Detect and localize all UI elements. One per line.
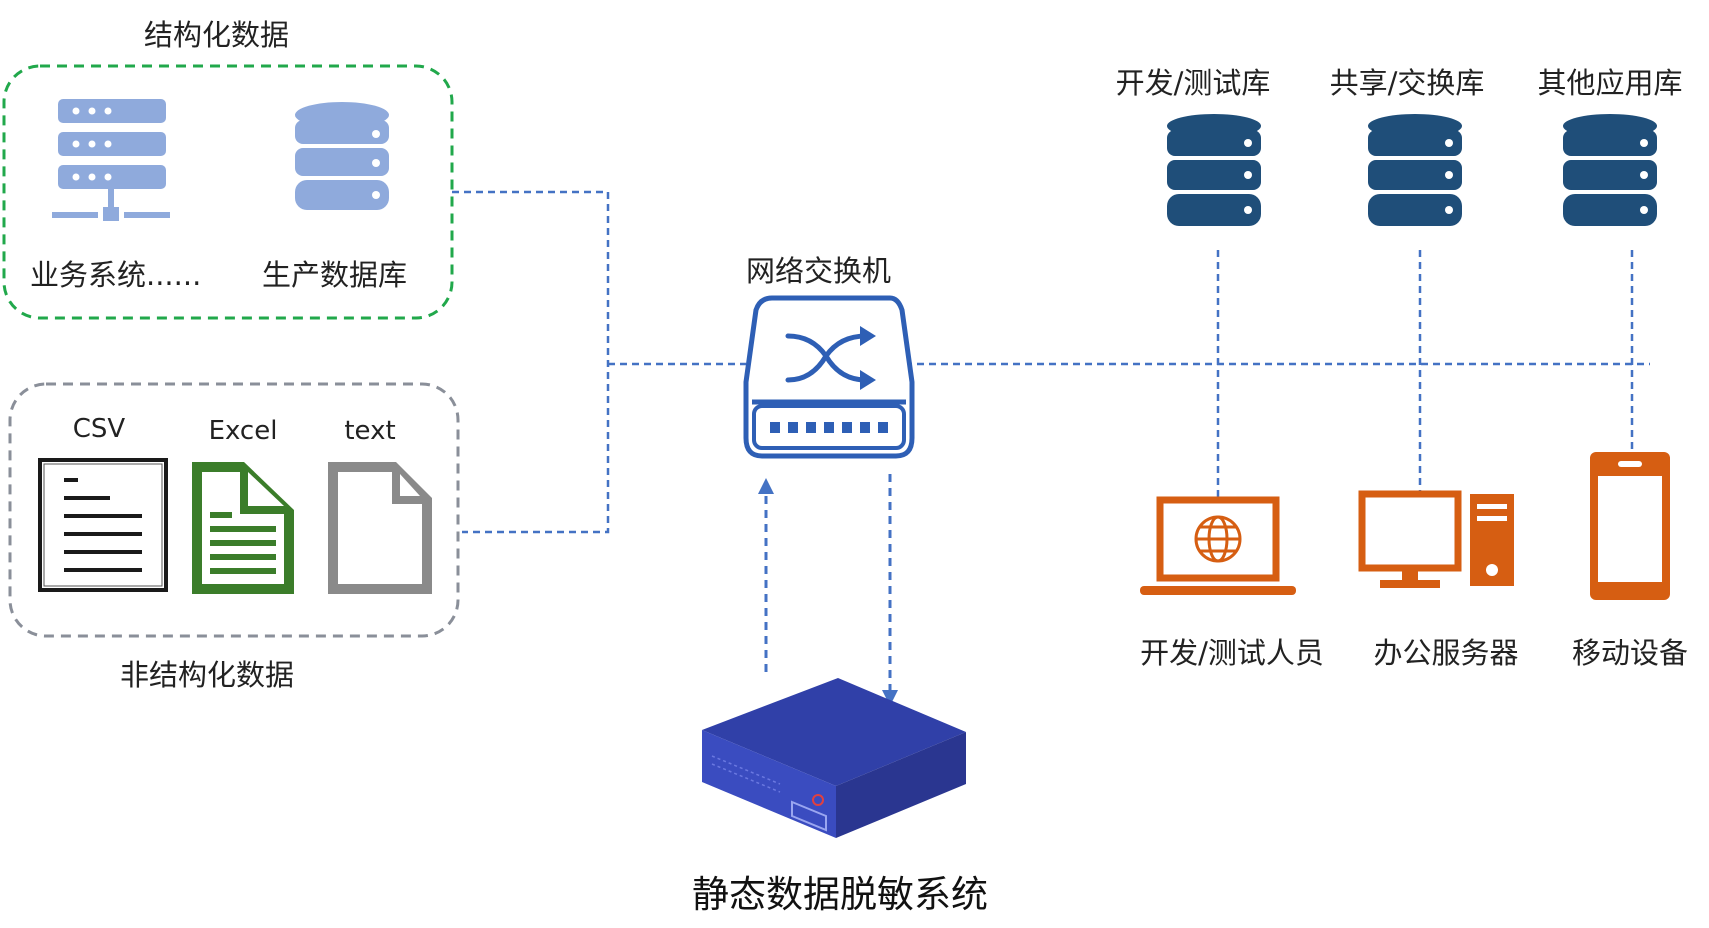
mobile-phone-icon — [1590, 452, 1670, 600]
db-icon-shared-exchange — [1368, 114, 1462, 226]
excel-file-icon — [192, 462, 294, 594]
unstructured-group-border — [8, 382, 460, 638]
unstructured-data-title: 非结构化数据 — [120, 658, 295, 692]
arrow-down-head — [882, 690, 898, 706]
desktop-computer-icon — [1358, 490, 1514, 588]
csv-label: CSV — [72, 414, 126, 444]
laptop-globe-icon — [1140, 496, 1296, 595]
sync-arrows — [764, 474, 892, 690]
production-database-icon — [295, 102, 389, 210]
device-label-dev-test-staff: 开发/测试人员 — [1140, 636, 1324, 670]
production-database-label: 生产数据库 — [262, 258, 408, 292]
masking-server-icon — [702, 678, 966, 838]
network-switch-label: 网络交换机 — [746, 254, 892, 288]
business-system-label: 业务系统...... — [30, 258, 202, 292]
structured-group-border — [2, 64, 454, 320]
db-label-shared-exchange: 共享/交换库 — [1329, 66, 1485, 100]
device-label-office-server: 办公服务器 — [1373, 636, 1519, 670]
connector-lines — [452, 190, 1650, 534]
device-label-mobile: 移动设备 — [1571, 636, 1689, 670]
network-switch-icon — [743, 295, 915, 459]
text-label: text — [344, 416, 396, 446]
db-label-dev-test: 开发/测试库 — [1115, 66, 1271, 100]
masking-system-label: 静态数据脱敏系统 — [692, 873, 988, 916]
db-icon-dev-test — [1167, 114, 1261, 226]
structured-data-title: 结构化数据 — [144, 18, 290, 52]
excel-label: Excel — [208, 416, 278, 446]
db-icon-other-apps — [1563, 114, 1657, 226]
db-label-other-apps: 其他应用库 — [1537, 66, 1683, 100]
arrow-up-head — [758, 478, 774, 494]
server-rack-icon — [52, 99, 170, 221]
text-file-icon — [328, 462, 432, 594]
csv-file-icon — [38, 458, 168, 592]
